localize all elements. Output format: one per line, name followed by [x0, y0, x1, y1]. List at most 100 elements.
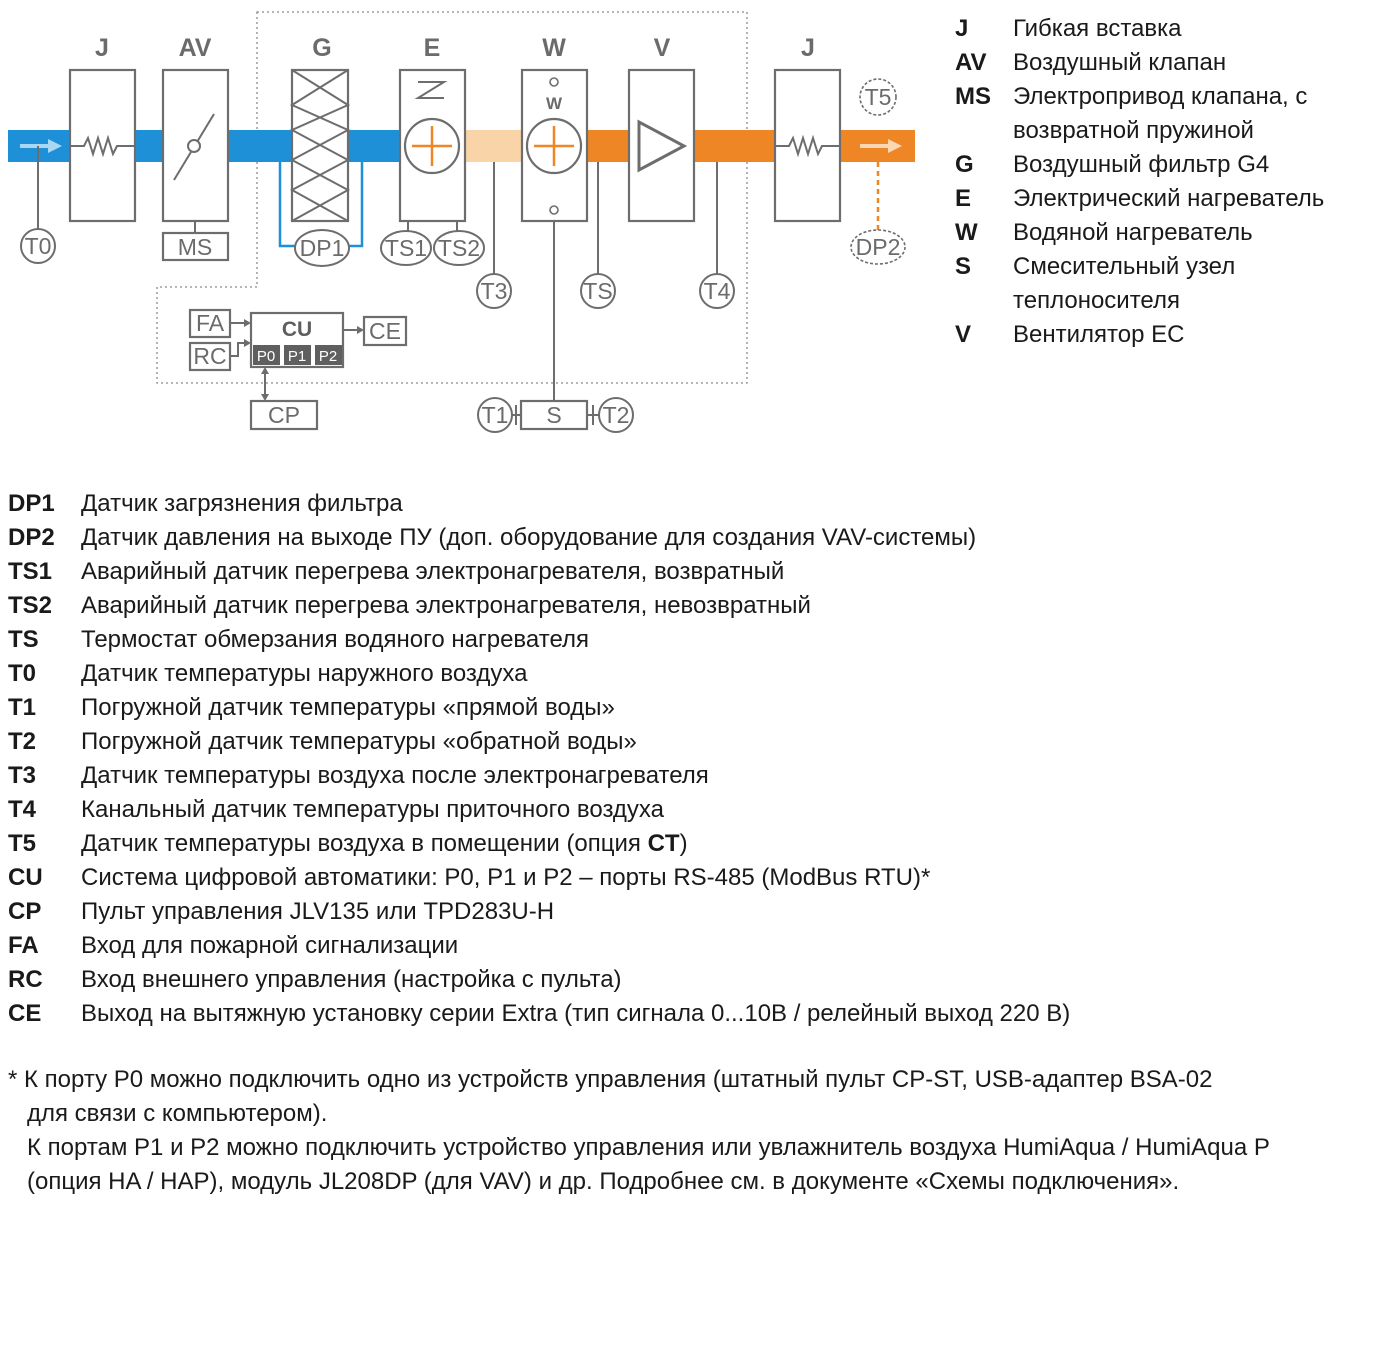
- legend-row-e: E Электрический нагреватель: [955, 182, 1353, 216]
- legend-code: T2: [8, 728, 37, 755]
- legend-code: J: [955, 15, 969, 42]
- duct-warm-air-light: [465, 130, 522, 162]
- water-heater: [520, 68, 589, 223]
- mixing-unit-label: S: [546, 402, 561, 428]
- ce-output-label: CE: [369, 318, 401, 344]
- legend-desc: Смесительный узел теплоносителя: [1013, 253, 1236, 314]
- legend-desc: Система цифровой автоматики: P0, P1 и P2…: [81, 864, 931, 891]
- legend-desc: Аварийный датчик перегрева электронагрев…: [81, 558, 785, 585]
- legend-row-s: S Смесительный узел теплоносителя: [955, 250, 1353, 318]
- legend-code: S: [955, 253, 972, 280]
- legend-desc: Выход на вытяжную установку серии Extra …: [81, 1000, 1071, 1027]
- air-damper: [161, 68, 230, 233]
- legend-code: V: [955, 321, 972, 348]
- legend-desc: Термостат обмерзания водяного нагревател…: [81, 626, 589, 653]
- t2-sensor-label: T2: [603, 402, 630, 428]
- ts-sensor-label: TS: [583, 278, 612, 304]
- footnote: * К порту P0 можно подключить одно из ус…: [8, 1063, 1393, 1199]
- legend-desc: Вход внешнего управления (настройка с пу…: [81, 966, 622, 993]
- dp2-sensor: [850, 229, 906, 265]
- legend-desc: Пульт управления JLV135 или TPD283U-H: [81, 898, 555, 925]
- legend-code: TS: [8, 626, 39, 653]
- legend-row-ts2: TS2 Аварийный датчик перегрева электронаг…: [8, 589, 1070, 623]
- legend-code: T3: [8, 762, 37, 789]
- legend-desc: Датчик давления на выходе ПУ (доп. обору…: [81, 524, 977, 551]
- legend-row-ts1: TS1 Аварийный датчик перегрева электронаг…: [8, 555, 1070, 589]
- legend-code: MS: [955, 83, 991, 110]
- t0-sensor-label: T0: [25, 233, 52, 259]
- legend-desc: Аварийный датчик перегрева электронагрев…: [81, 592, 811, 619]
- header-e: E: [424, 34, 441, 62]
- legend-desc: Датчик загрязнения фильтра: [81, 490, 403, 517]
- header-j-outlet: J: [801, 34, 815, 62]
- legend-desc: Датчик температуры воздуха в помещении (…: [81, 830, 648, 857]
- legend-code: CU: [8, 864, 43, 891]
- t4-sensor: [699, 273, 735, 309]
- electric-heater: [398, 68, 467, 232]
- legend-desc-wrap: Датчик температуры воздуха в помещении (…: [81, 827, 688, 861]
- cp-panel-box: [249, 399, 319, 431]
- t3-sensor-label: T3: [481, 278, 508, 304]
- unit-enclosure-dotted: [156, 11, 748, 384]
- flexible-connector-outlet: [773, 68, 842, 223]
- legend-code: E: [955, 185, 972, 212]
- cp-link-arrow: [261, 367, 269, 401]
- legend-desc-bold: CT: [647, 830, 680, 857]
- port-p0: [253, 345, 280, 365]
- legend-desc: Электрический нагреватель: [1013, 185, 1325, 212]
- ts1-sensor: [380, 230, 432, 266]
- ahu-schematic: J AV G E W V J MS DP1 TS1 TS2: [8, 11, 915, 433]
- legend-code: G: [955, 151, 974, 178]
- footnote-line-3: К портам P1 и P2 можно подключить устрой…: [27, 1134, 1270, 1161]
- legend-code: DP1: [8, 490, 55, 517]
- dp2-sensor-label: DP2: [856, 234, 901, 260]
- cp-panel-label: CP: [268, 402, 300, 428]
- footnote-line-1: * К порту P0 можно подключить одно из ус…: [8, 1066, 1213, 1093]
- legend-code: TS1: [8, 558, 53, 585]
- legend-code: T0: [8, 660, 37, 687]
- air-filter: [289, 68, 351, 223]
- legend-code: TS2: [8, 592, 53, 619]
- controller-input-arrows: [230, 319, 251, 357]
- header-g: G: [312, 34, 331, 62]
- header-j-inlet: J: [95, 34, 109, 62]
- legend-code: RC: [8, 966, 43, 993]
- legend-code: CE: [8, 1000, 42, 1027]
- ec-fan: [627, 68, 696, 223]
- t5-sensor: [859, 78, 897, 116]
- ts1-sensor-label: TS1: [385, 235, 427, 261]
- port-p1: [284, 345, 311, 365]
- legend-code: AV: [955, 49, 987, 76]
- legend-code: FA: [8, 932, 39, 959]
- legend-code: T5: [8, 830, 37, 857]
- legend-row-t5: T5 Датчик температуры воздуха в помещении…: [8, 827, 1070, 861]
- damper-actuator-label: MS: [178, 234, 213, 260]
- legend-desc: Воздушный фильтр G4: [1013, 151, 1270, 178]
- legend-row-rc: RC Вход внешнего управления (настройка с …: [8, 963, 1070, 997]
- t2-sensor: [598, 397, 634, 433]
- header-w: W: [542, 34, 566, 62]
- ts2-sensor-label: TS2: [438, 235, 480, 261]
- legend-desc: Вход для пожарной сигнализации: [81, 932, 459, 959]
- legend-row-ts: TS Термостат обмерзания водяного нагреват…: [8, 623, 1070, 657]
- t4-sensor-label: T4: [704, 278, 731, 304]
- legend-desc: Канальный датчик температуры приточного …: [81, 796, 665, 823]
- t5-sensor-label: T5: [865, 84, 892, 110]
- water-heater-small-label: W: [546, 94, 563, 113]
- header-av: AV: [179, 34, 212, 62]
- legend-row-t0: T0 Датчик температуры наружного воздуха: [8, 657, 1070, 691]
- port-p2-label: P2: [319, 348, 337, 365]
- legend-desc: Датчик температуры наружного воздуха: [81, 660, 528, 687]
- legend-desc: Электропривод клапана, с возвратной пруж…: [1013, 83, 1308, 144]
- footnote-line-2: для связи с компьютером).: [27, 1100, 328, 1127]
